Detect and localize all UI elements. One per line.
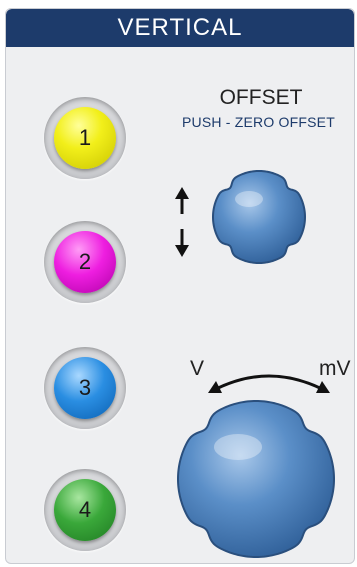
channel-2-label: 2 [78,249,92,274]
channel-1-label: 1 [78,125,92,150]
channel-3-bezel: 3 [44,347,126,429]
vertical-panel: VERTICAL 1 2 3 4 OFFSET PUSH - ZERO OFFS… [5,8,355,564]
scale-knob[interactable] [176,399,336,559]
channel-1-bezel: 1 [44,97,126,179]
volts-label: V [190,357,205,380]
channel-4-bezel: 4 [44,469,126,551]
channel-2-button[interactable]: 2 [54,231,116,293]
channel-3-label: 3 [78,375,92,400]
channel-2-bezel: 2 [44,221,126,303]
channel-1-button[interactable]: 1 [54,107,116,169]
up-down-arrow-icon [175,187,189,257]
millivolts-label: mV [319,357,351,380]
channel-3-button[interactable]: 3 [54,357,116,419]
offset-knob[interactable] [211,169,307,265]
channel-4-button[interactable]: 4 [54,479,116,541]
offset-title: OFFSET [219,86,303,109]
curved-double-arrow-icon [208,374,330,393]
offset-subtitle: PUSH - ZERO OFFSET [182,114,335,130]
panel-title: VERTICAL [6,9,354,47]
channel-4-label: 4 [78,497,92,522]
